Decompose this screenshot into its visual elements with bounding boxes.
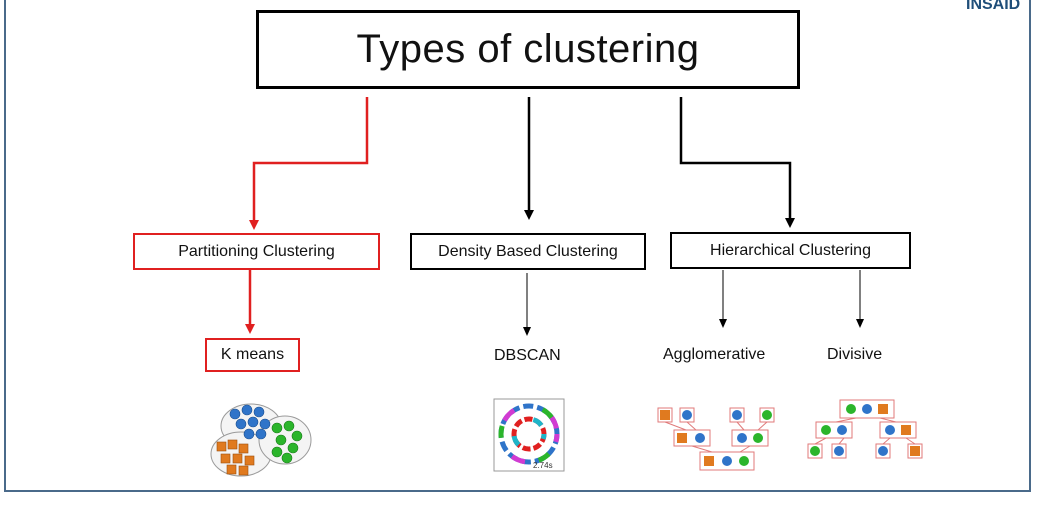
arrowhead-hierarchical: [785, 218, 795, 228]
arrowhead-partitioning: [249, 220, 259, 230]
node-hierarchical-clustering: Hierarchical Clustering: [670, 232, 911, 269]
agglomerative-illustration: [657, 407, 775, 471]
slide-frame: [4, 0, 1031, 492]
kmeans-illustration: [210, 403, 312, 477]
dbscan-time-label: 2.74s: [533, 461, 553, 470]
logo-text: INSAID: [966, 0, 1021, 13]
node-density-based-clustering: Density Based Clustering: [410, 233, 646, 270]
arrow-title-to-partitioning: [252, 97, 369, 222]
label-dbscan: DBSCAN: [494, 347, 561, 364]
arrowhead-density: [524, 210, 534, 220]
node-partitioning-clustering: Partitioning Clustering: [133, 233, 380, 270]
arrowhead-dbscan: [523, 327, 531, 336]
arrowhead-agglomerative: [719, 319, 727, 328]
dbscan-illustration: 2.74s: [493, 398, 565, 472]
label-agglomerative: Agglomerative: [663, 346, 766, 363]
logo: INSAID: [966, 0, 1020, 14]
node-k-means: K means: [205, 338, 300, 372]
arrow-title-to-hierarchical: [679, 97, 792, 220]
label-divisive: Divisive: [827, 346, 883, 363]
arrowhead-divisive: [856, 319, 864, 328]
arrowhead-kmeans: [245, 324, 255, 334]
divisive-illustration: [807, 399, 923, 459]
diagram-title: Types of clustering: [256, 10, 800, 89]
